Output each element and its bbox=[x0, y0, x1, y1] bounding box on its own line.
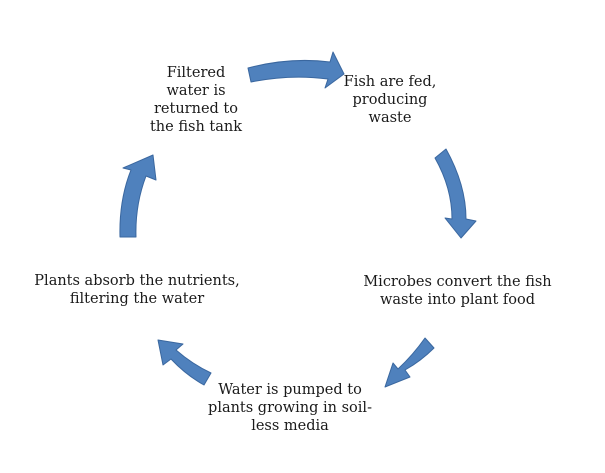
node-plants-absorb: Plants absorb the nutrients, filtering t… bbox=[22, 272, 252, 308]
node-plants-absorb-line: filtering the water bbox=[69, 291, 205, 307]
arrow-absorb-to-filtered bbox=[119, 154, 157, 238]
node-fish-fed-line: producing bbox=[352, 92, 428, 108]
node-filtered-water-line: water is bbox=[166, 83, 226, 99]
node-filtered-water: Filtered water is returned to the fish t… bbox=[130, 64, 262, 136]
node-water-pumped-line: Water is pumped to bbox=[218, 382, 362, 398]
arrow-microbes-to-pumped bbox=[384, 337, 435, 388]
node-microbes-convert-line: waste into plant food bbox=[379, 292, 536, 308]
node-filtered-water-line: returned to bbox=[154, 101, 238, 117]
arrow-fed-to-microbes bbox=[434, 148, 477, 239]
node-filtered-water-line: the fish tank bbox=[149, 119, 242, 135]
arrow-pumped-to-absorb bbox=[157, 339, 212, 386]
node-fish-fed-line: waste bbox=[368, 110, 412, 126]
node-water-pumped-line: plants growing in soil- bbox=[208, 400, 372, 416]
node-water-pumped: Water is pumped to plants growing in soi… bbox=[195, 381, 385, 435]
node-water-pumped-line: less media bbox=[251, 418, 329, 434]
node-fish-fed-line: Fish are fed, bbox=[343, 74, 437, 90]
arrow-filtered-to-fed bbox=[247, 51, 345, 89]
node-filtered-water-line: Filtered bbox=[166, 65, 226, 81]
node-microbes-convert: Microbes convert the fish waste into pla… bbox=[355, 273, 560, 309]
node-microbes-convert-line: Microbes convert the fish bbox=[363, 274, 552, 290]
node-fish-fed: Fish are fed, producing waste bbox=[330, 73, 450, 127]
node-plants-absorb-line: Plants absorb the nutrients, bbox=[34, 273, 240, 289]
